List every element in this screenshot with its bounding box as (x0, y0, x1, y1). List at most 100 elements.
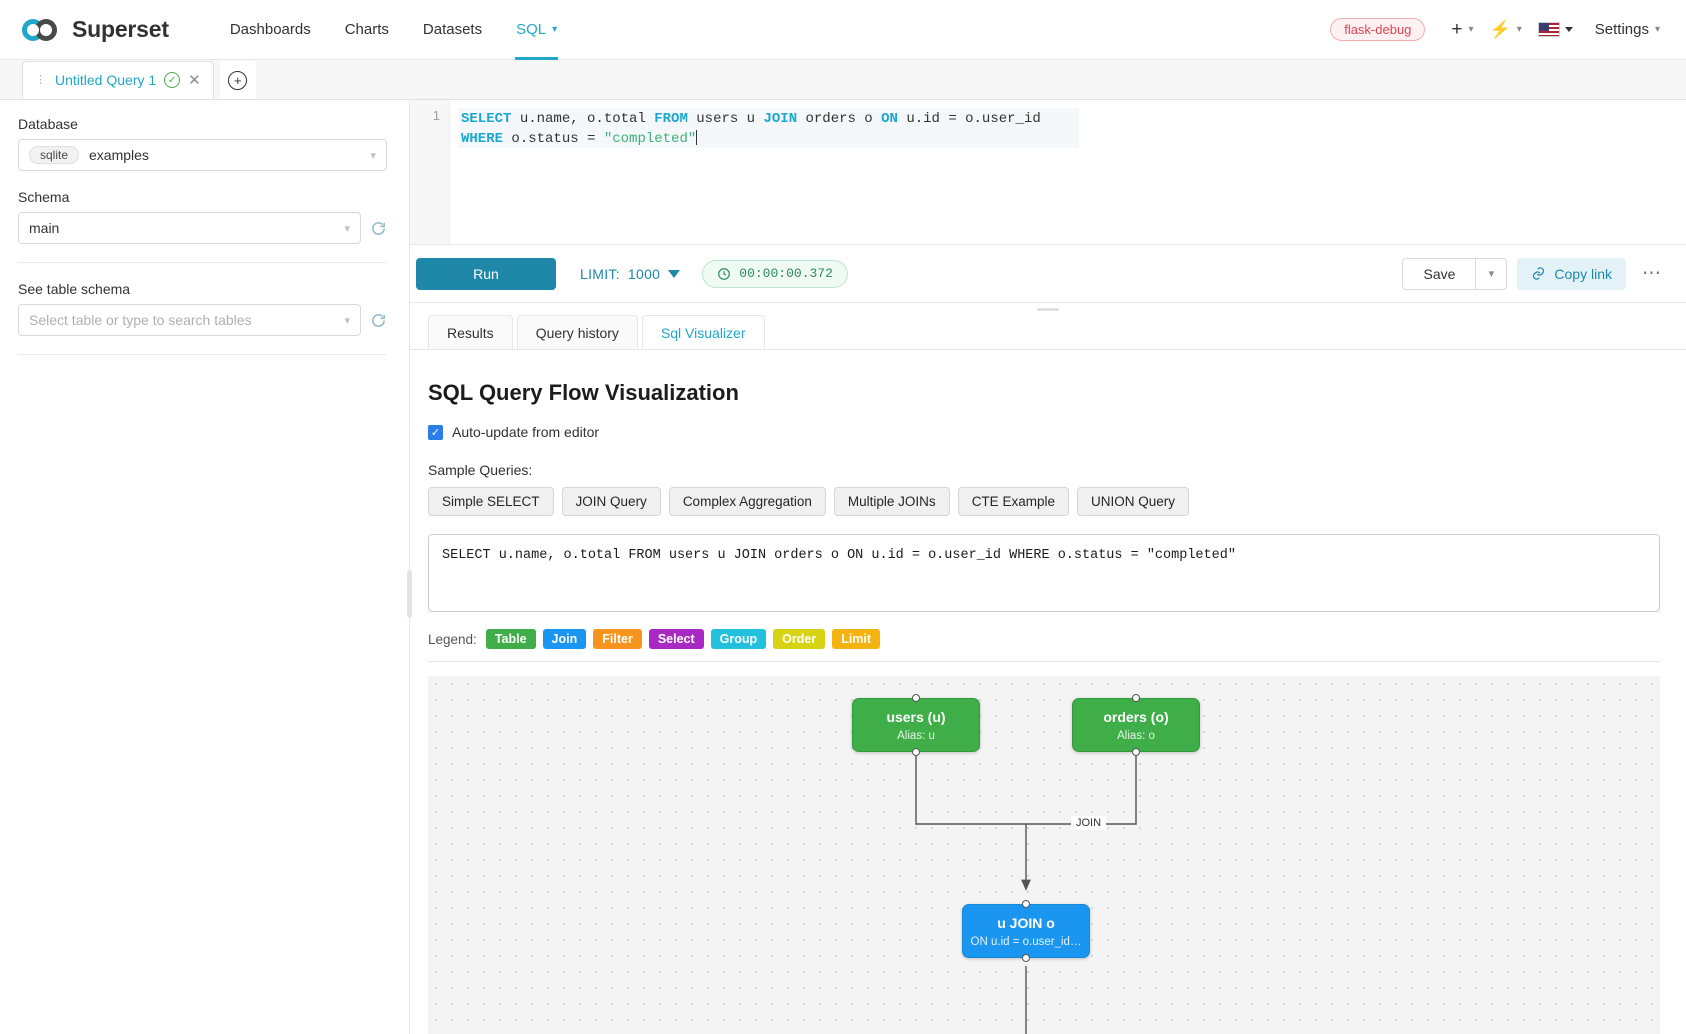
limit-dropdown[interactable]: LIMIT: 1000 (580, 266, 680, 282)
text-cursor (696, 130, 697, 145)
chevron-down-icon: ▾ (1469, 24, 1474, 35)
tab-label: Results (447, 325, 494, 341)
legend-chip-join: Join (543, 629, 587, 649)
limit-value: 1000 (628, 266, 660, 282)
query-tab-label: Untitled Query 1 (55, 72, 156, 88)
tab-results[interactable]: Results (428, 315, 513, 349)
run-button[interactable]: Run (416, 258, 556, 290)
right-editor-panel: 1 SELECT u.name, o.total FROM users u JO… (410, 100, 1686, 1034)
limit-label: LIMIT: (580, 266, 620, 282)
sample-query-button-complex-aggregation[interactable]: Complex Aggregation (669, 487, 826, 516)
us-flag-icon (1538, 22, 1560, 37)
sidebar-divider-2 (18, 354, 387, 355)
editor-line-numbers: 1 (410, 100, 450, 244)
query-tab-untitled-query-1[interactable]: ⋮ Untitled Query 1 ✓ ✕ (22, 61, 214, 99)
database-select[interactable]: sqlite examples ▾ (18, 139, 387, 171)
nav-label: SQL (516, 21, 546, 38)
flow-node-title: u JOIN o (997, 915, 1055, 931)
legend-chip-filter: Filter (593, 629, 642, 649)
panel-resize-handle[interactable] (407, 570, 412, 618)
flow-node-users[interactable]: users (u)Alias: u (852, 698, 980, 752)
table-select[interactable]: Select table or type to search tables ▾ (18, 304, 361, 336)
toolbar-right-group: Save ▾ Copy link ⋯ (1402, 258, 1668, 290)
edge-label-join: JOIN (1071, 816, 1106, 830)
auto-update-label: Auto-update from editor (452, 424, 599, 440)
database-label: Database (18, 116, 387, 132)
flow-node-join[interactable]: u JOIN o ON u.id = o.user_id… (962, 904, 1090, 958)
alerts-reports-button[interactable]: ⚡ ▾ (1484, 12, 1528, 48)
save-dropdown-button[interactable]: ▾ (1475, 258, 1507, 290)
sample-query-button-join-query[interactable]: JOIN Query (562, 487, 661, 516)
superset-logo[interactable]: Superset (22, 16, 169, 43)
nav-label: Charts (345, 21, 389, 38)
nav-item-datasets[interactable]: Datasets (406, 0, 499, 60)
chevron-down-icon: ▾ (344, 314, 350, 327)
flow-node-subtitle: ON u.id = o.user_id… (971, 936, 1082, 948)
query-input-textarea[interactable] (428, 534, 1660, 612)
auto-update-row: ✓ Auto-update from editor (428, 424, 1660, 440)
sidebar-divider (18, 262, 387, 263)
tab-sql-visualizer[interactable]: Sql Visualizer (642, 315, 765, 349)
result-tab-bar: Results Query history Sql Visualizer (410, 315, 1686, 349)
nav-item-dashboards[interactable]: Dashboards (213, 0, 328, 60)
legend-chip-order: Order (773, 629, 825, 649)
copy-link-label: Copy link (1554, 266, 1612, 282)
node-handle-top[interactable] (1022, 900, 1030, 908)
legend-chip-select: Select (649, 629, 704, 649)
schema-label: Schema (18, 189, 387, 205)
database-engine-chip: sqlite (29, 146, 79, 164)
sample-query-button-cte-example[interactable]: CTE Example (958, 487, 1069, 516)
chevron-down-icon: ▾ (344, 222, 350, 235)
tab-query-history[interactable]: Query history (517, 315, 638, 349)
language-selector[interactable] (1532, 12, 1579, 48)
refresh-schema-icon[interactable] (370, 220, 387, 237)
workspace: Database sqlite examples ▾ Schema main ▾ (0, 100, 1686, 1034)
node-handle-bottom[interactable] (912, 748, 920, 756)
query-flow-canvas[interactable]: JOIN users (u)Alias: u orders (o)Alias: o… (428, 676, 1660, 1034)
flow-node-title: users (u) (886, 709, 945, 725)
flow-node-title: orders (o) (1103, 709, 1168, 725)
legend: Legend: TableJoinFilterSelectGroupOrderL… (428, 629, 1660, 649)
sql-visualizer-pane: SQL Query Flow Visualization ✓ Auto-upda… (410, 350, 1686, 1034)
node-handle-bottom[interactable] (1022, 954, 1030, 962)
drag-handle-icon[interactable]: ⋮ (35, 75, 47, 86)
query-tab-bar: ⋮ Untitled Query 1 ✓ ✕ + (0, 60, 1686, 100)
editor-line-1: SELECT u.name, o.total FROM users u JOIN… (459, 108, 1079, 148)
sample-query-button-simple-select[interactable]: Simple SELECT (428, 487, 554, 516)
editor-resize-handle[interactable] (410, 303, 1686, 315)
sample-query-button-union-query[interactable]: UNION Query (1077, 487, 1189, 516)
sample-queries-label: Sample Queries: (428, 462, 1660, 478)
schema-value: main (29, 220, 344, 236)
copy-link-button[interactable]: Copy link (1517, 258, 1626, 290)
nav-label: Dashboards (230, 21, 311, 38)
new-item-button[interactable]: + ▾ (1445, 12, 1479, 48)
auto-update-checkbox[interactable]: ✓ (428, 425, 443, 440)
settings-menu[interactable]: Settings ▾ (1583, 21, 1666, 38)
more-options-icon[interactable]: ⋯ (1636, 262, 1668, 285)
schema-select[interactable]: main ▾ (18, 212, 361, 244)
save-button[interactable]: Save (1402, 258, 1475, 290)
node-handle-bottom[interactable] (1132, 748, 1140, 756)
editor-code-area[interactable]: SELECT u.name, o.total FROM users u JOIN… (450, 100, 1686, 244)
page-title: SQL Query Flow Visualization (428, 380, 1660, 406)
nav-item-sql[interactable]: SQL ▾ (499, 0, 574, 60)
flow-node-orders[interactable]: orders (o)Alias: o (1072, 698, 1200, 752)
refresh-tables-icon[interactable] (370, 312, 387, 329)
flow-edges (428, 676, 1548, 1034)
node-handle-top[interactable] (912, 694, 920, 702)
chevron-down-icon (668, 270, 680, 278)
plus-icon: + (1451, 20, 1462, 39)
chevron-down-icon: ▾ (1655, 24, 1660, 35)
add-query-tab-button[interactable]: + (220, 61, 256, 99)
sample-query-button-multiple-joins[interactable]: Multiple JOINs (834, 487, 950, 516)
chevron-down-icon: ▾ (552, 24, 557, 35)
sql-editor[interactable]: 1 SELECT u.name, o.total FROM users u JO… (410, 100, 1686, 245)
plus-circle-icon: + (228, 71, 247, 90)
database-value: examples (89, 147, 370, 163)
database-field: Database sqlite examples ▾ (18, 116, 387, 171)
node-handle-top[interactable] (1132, 694, 1140, 702)
nav-item-charts[interactable]: Charts (328, 0, 406, 60)
close-icon[interactable]: ✕ (188, 71, 201, 89)
settings-label: Settings (1595, 21, 1649, 38)
left-query-panel: Database sqlite examples ▾ Schema main ▾ (0, 100, 410, 1034)
